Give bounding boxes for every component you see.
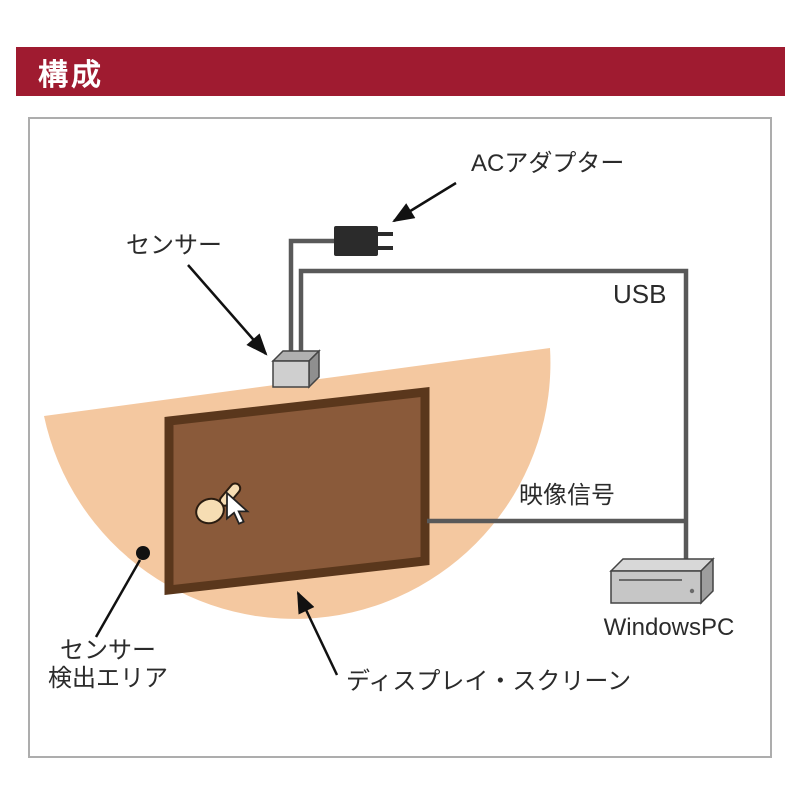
- label-windows-pc: WindowsPC: [604, 614, 735, 641]
- configuration-diagram: ACアダプター センサー USB 映像信号 WindowsPC センサー 検出エ…: [44, 150, 735, 695]
- detection-area-pointer-line: [94, 559, 142, 638]
- label-detection-area-line1: センサー: [60, 637, 156, 664]
- label-detection-area-line2: 検出エリア: [48, 665, 168, 692]
- label-usb: USB: [613, 279, 666, 309]
- diagram-frame: ACアダプター センサー USB 映像信号 WindowsPC センサー 検出エ…: [28, 117, 772, 758]
- label-video-signal: 映像信号: [519, 482, 615, 509]
- windows-pc-device: [609, 557, 715, 605]
- label-display-screen: ディスプレイ・スクリーン: [346, 668, 631, 695]
- display-screen-shape: [164, 386, 430, 596]
- usb-wire: [298, 268, 689, 579]
- arrow-to-display: [296, 591, 339, 676]
- pc-front-face: [610, 570, 702, 604]
- cursor-arrow-shape: [226, 491, 250, 525]
- label-ac-adapter: ACアダプター: [471, 150, 624, 177]
- arrow-to-ac-adapter: [392, 181, 457, 223]
- label-sensor: センサー: [126, 232, 222, 259]
- cursor-icon: [226, 491, 250, 525]
- ac-adapter-device: [334, 226, 393, 256]
- arrow-to-sensor: [187, 264, 268, 356]
- detection-area-dot: [136, 546, 150, 560]
- ac-adapter-body: [334, 226, 378, 256]
- page-title: 構成: [38, 58, 104, 92]
- section-title-banner: 構成: [16, 47, 785, 96]
- hand-palm: [195, 497, 225, 525]
- pc-power-button: [689, 588, 695, 594]
- power-wire: [288, 238, 334, 366]
- hand-icon: [195, 482, 242, 525]
- sensor-front-face: [272, 360, 310, 388]
- pc-top-face: [609, 558, 715, 572]
- sensor-device: [271, 349, 321, 389]
